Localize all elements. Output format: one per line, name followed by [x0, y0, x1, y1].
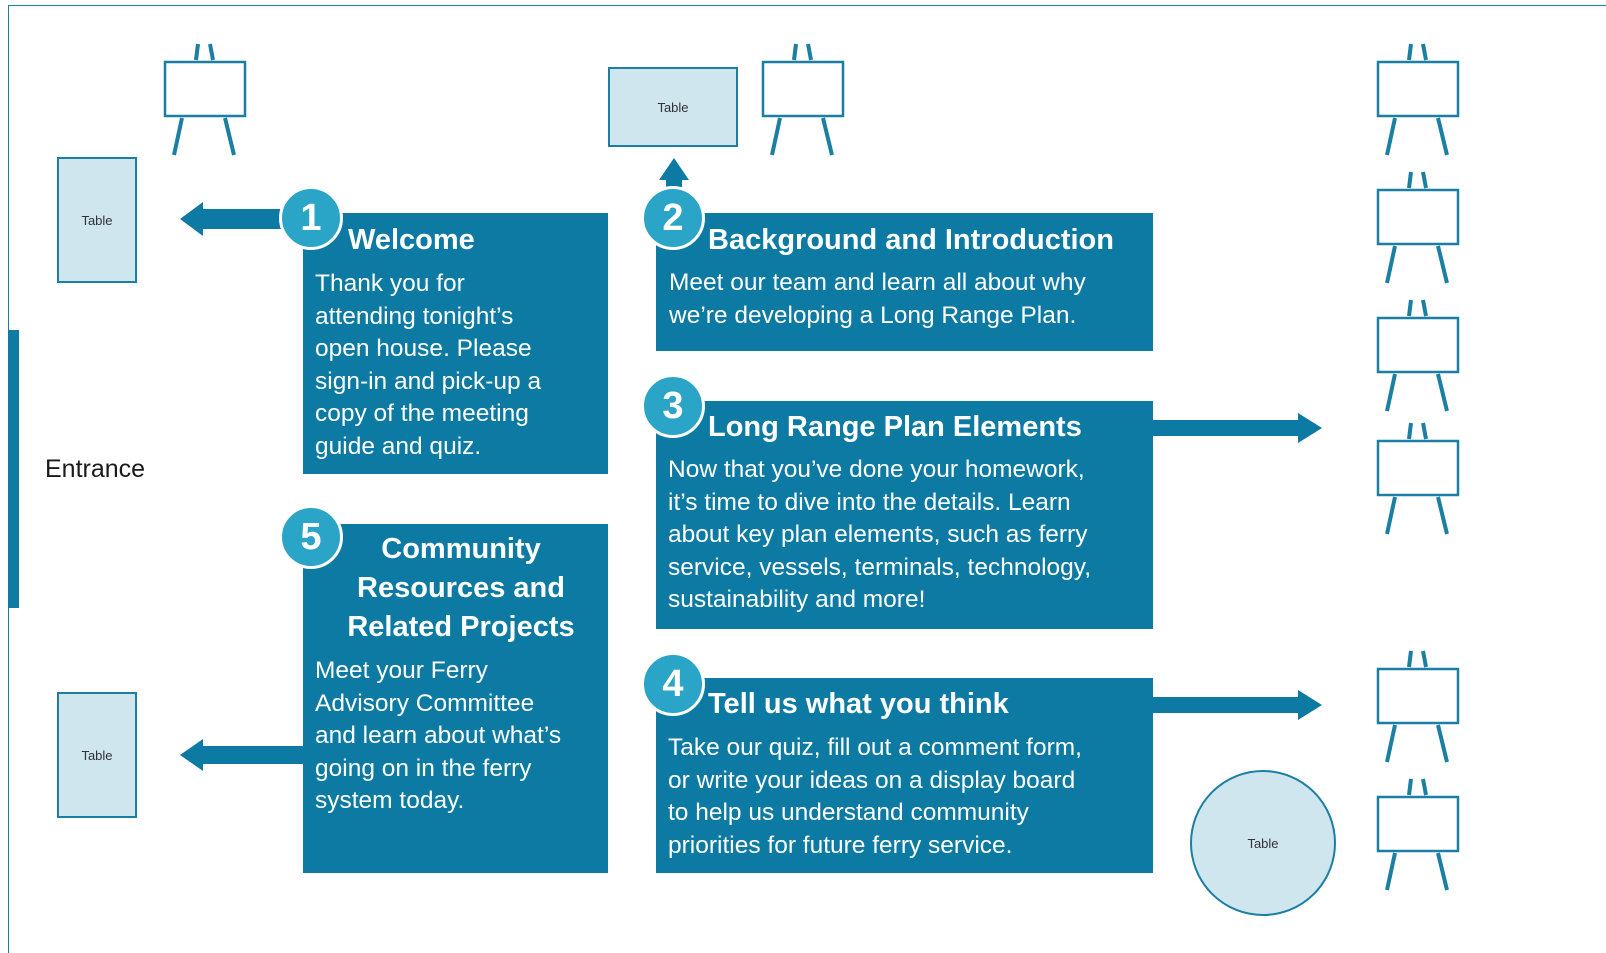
- entrance-label: Entrance: [45, 455, 146, 483]
- arrow-to-feedback-easels: [1153, 690, 1322, 720]
- table-label: Table: [81, 212, 113, 228]
- station-number-badge: 2: [641, 186, 705, 250]
- table-label: Table: [1247, 835, 1279, 851]
- table-label: Table: [657, 99, 689, 115]
- station-title: Tell us what you think: [708, 688, 1009, 720]
- display-board-easel: [1376, 43, 1460, 156]
- station-description: Meet our team and learn all about why we…: [669, 269, 1086, 329]
- display-board-easel: [1376, 171, 1460, 284]
- arrow-to-community-table: [180, 739, 305, 771]
- station-description: Meet your Ferry Advisory Committee and l…: [315, 657, 562, 815]
- station-description: Now that you’ve done your homework, it’s…: [668, 456, 1092, 614]
- station-background: Background and Introduction Meet our tea…: [656, 213, 1153, 351]
- station-feedback: Tell us what you think Take our quiz, fi…: [656, 678, 1153, 873]
- display-board-easel: [761, 43, 845, 156]
- station-title: Background and Introduction: [708, 224, 1114, 256]
- station-welcome: Welcome Thank you for attending tonight’…: [303, 213, 608, 474]
- table-welcome: Table: [57, 157, 137, 283]
- display-board-easel: [1376, 650, 1460, 763]
- table-background: Table: [608, 67, 738, 147]
- station-description: Take our quiz, fill out a comment form, …: [668, 734, 1082, 859]
- station-title: Welcome: [348, 224, 475, 256]
- station-description: Thank you for attending tonight’s open h…: [315, 270, 542, 460]
- display-board-easel: [1376, 299, 1460, 412]
- station-title: Long Range Plan Elements: [708, 411, 1082, 443]
- entrance-door: [8, 330, 19, 608]
- station-number-badge: 5: [279, 505, 343, 569]
- station-plan-elements: Long Range Plan Elements Now that you’ve…: [656, 401, 1153, 629]
- display-board-easel: [1376, 778, 1460, 891]
- station-number-badge: 3: [641, 374, 705, 438]
- station-number-badge: 4: [641, 652, 705, 716]
- arrow-to-welcome-table: [180, 202, 305, 236]
- station-community-resources: Community Resources and Related Projects…: [303, 524, 608, 873]
- table-round-feedback: Table: [1190, 770, 1336, 916]
- station-title: Community Resources and Related Projects: [347, 533, 575, 643]
- station-number-badge: 1: [279, 186, 343, 250]
- room-wall-top: [8, 5, 1606, 6]
- table-community: Table: [57, 692, 137, 818]
- arrow-to-plan-easels: [1153, 413, 1322, 443]
- table-label: Table: [81, 747, 113, 763]
- display-board-easel: [163, 43, 247, 156]
- display-board-easel: [1376, 422, 1460, 535]
